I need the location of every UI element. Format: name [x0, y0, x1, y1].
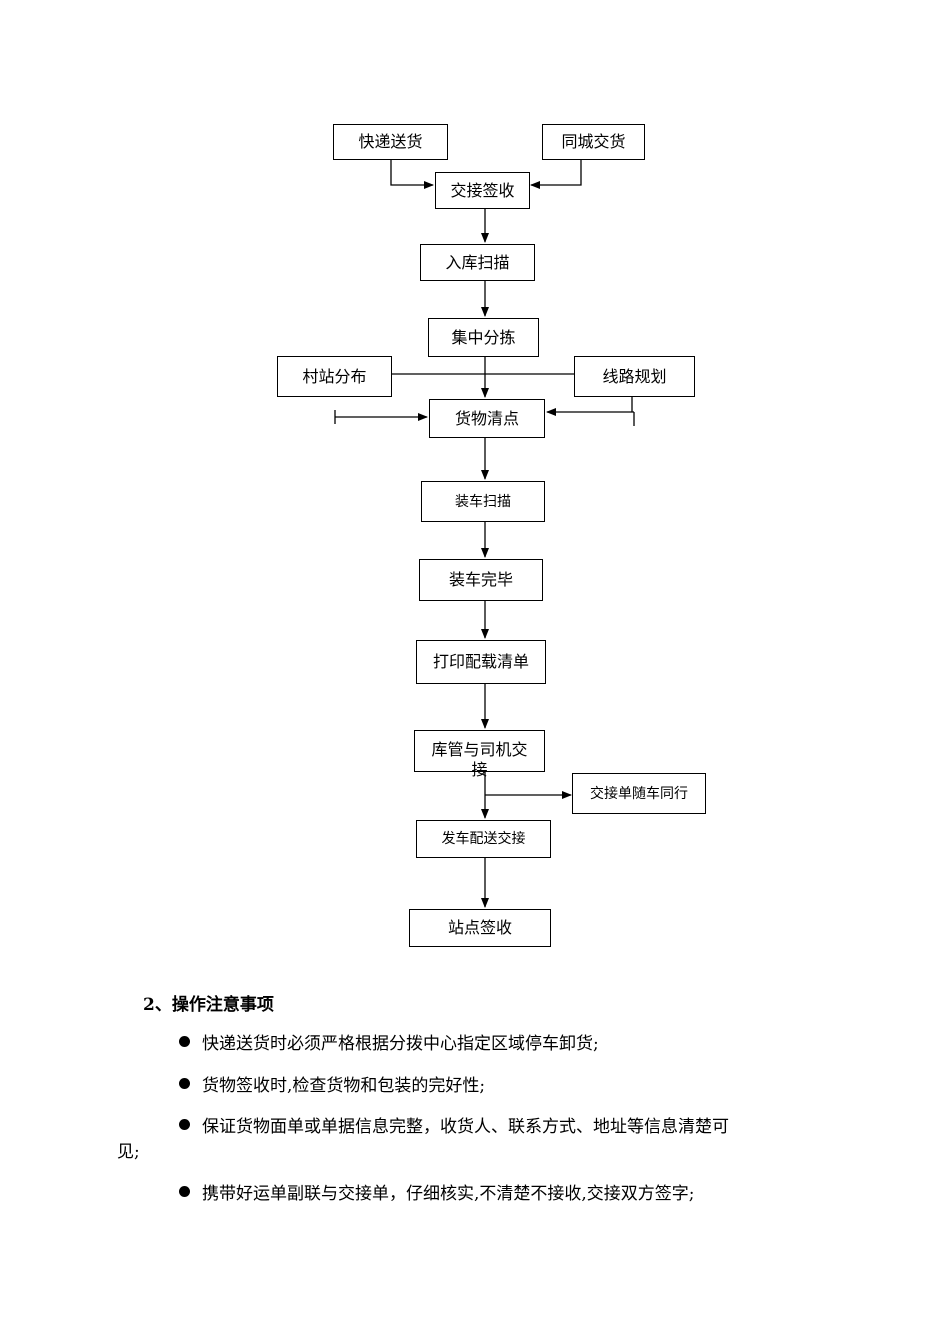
node-central-sorting: 集中分拣 — [428, 318, 539, 357]
bullet-icon — [179, 1036, 190, 1047]
note-text: 保证货物面单或单据信息完整，收货人、联系方式、地址等信息清楚可 — [202, 1117, 729, 1137]
node-loading-done: 装车完毕 — [419, 559, 543, 601]
note-text: 携带好运单副联与交接单，仔细核实,不清楚不接收,交接双方签字; — [202, 1184, 695, 1204]
list-item: 快递送货时必须严格根据分拨中心指定区域停车卸货; — [143, 1032, 803, 1056]
node-print-manifest: 打印配载清单 — [416, 640, 546, 684]
node-express-delivery: 快递送货 — [333, 124, 448, 160]
note-text: 见; — [117, 1142, 140, 1162]
node-station-sign: 站点签收 — [409, 909, 551, 947]
node-handover-sign: 交接签收 — [435, 172, 530, 209]
list-item-continuation: 见; — [117, 1140, 777, 1164]
notes-title: 2、操作注意事项 — [143, 995, 274, 1015]
node-dispatch: 发车配送交接 — [416, 820, 551, 858]
node-village-station: 村站分布 — [277, 356, 392, 397]
node-city-delivery: 同城交货 — [542, 124, 645, 160]
list-item: 货物签收时,检查货物和包装的完好性; — [143, 1074, 803, 1098]
note-text: 快递送货时必须严格根据分拨中心指定区域停车卸货; — [202, 1034, 599, 1054]
flowchart: 快递送货 同城交货 交接签收 入库扫描 集中分拣 村站分布 线路规划 货物清点 … — [277, 124, 706, 947]
node-inbound-scan: 入库扫描 — [420, 244, 535, 281]
bullet-icon — [179, 1186, 190, 1197]
list-item: 携带好运单副联与交接单，仔细核实,不清楚不接收,交接双方签字; — [143, 1182, 803, 1206]
node-cargo-count: 货物清点 — [429, 399, 545, 438]
node-handover-sheet: 交接单随车同行 — [572, 773, 706, 814]
bullet-icon — [179, 1078, 190, 1089]
list-item: 保证货物面单或单据信息完整，收货人、联系方式、地址等信息清楚可 — [143, 1115, 803, 1139]
flowchart-connectors — [334, 160, 635, 908]
node-keeper-driver-handover-label: 库管与司机交接 — [431, 740, 528, 779]
bullet-icon — [179, 1119, 190, 1130]
node-route-planning: 线路规划 — [574, 356, 695, 397]
node-keeper-driver-handover: 库管与司机交接 — [414, 730, 545, 779]
node-loading-scan: 装车扫描 — [421, 481, 545, 522]
note-text: 货物签收时,检查货物和包装的完好性; — [202, 1076, 486, 1096]
